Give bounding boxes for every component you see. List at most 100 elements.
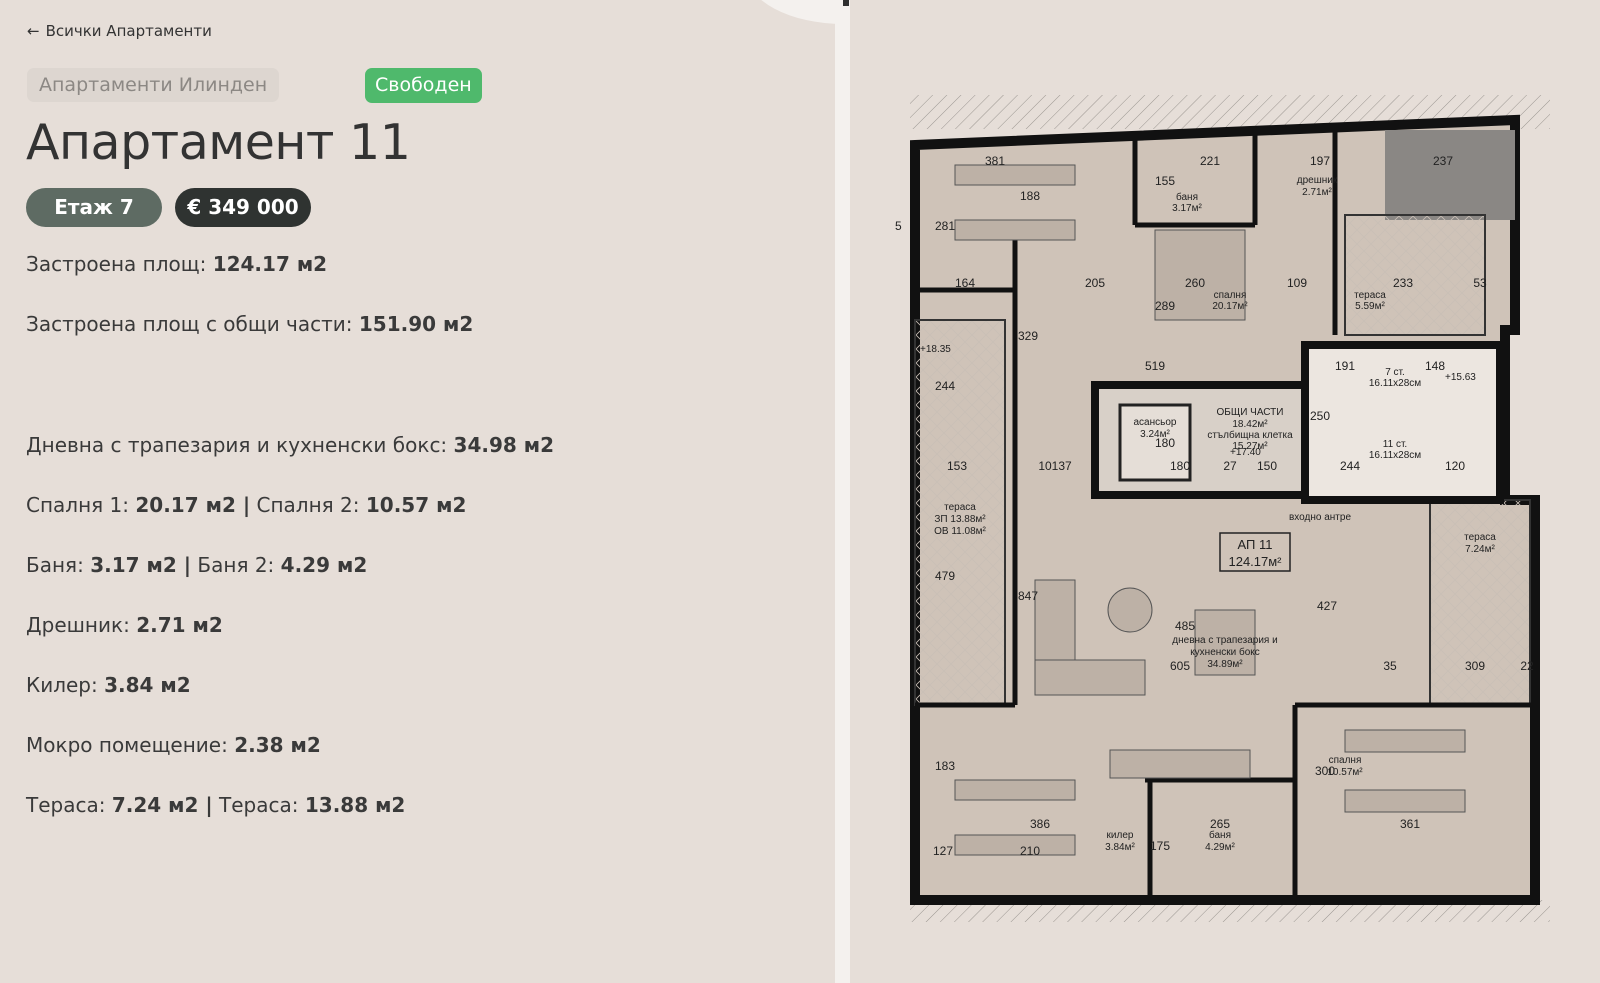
dim-27: 120 xyxy=(1445,459,1465,473)
floor-badge: Етаж 7 xyxy=(26,188,162,227)
spec-terraces: Тераса: 7.24 м2 | Тераса: 13.88 м2 xyxy=(26,793,406,817)
dim-32: 605 xyxy=(1170,659,1190,673)
spec-bedrooms: Спалня 1: 20.17 м2 | Спалня 2: 10.57 м2 xyxy=(26,493,467,517)
dim-14: 329 xyxy=(1018,329,1038,343)
label-bath2: баня xyxy=(1209,829,1231,841)
dim-30: 485 xyxy=(1175,619,1195,633)
dim-34: 309 xyxy=(1465,659,1485,673)
dim-22: 10137 xyxy=(1038,459,1072,473)
label-living-area: 34.89м² xyxy=(1207,659,1243,670)
dim-43: 175 xyxy=(1150,839,1170,853)
interior-walls xyxy=(915,130,1535,900)
dim-17: 148 xyxy=(1425,359,1445,373)
spec-dressing: Дрешник: 2.71 м2 xyxy=(26,613,223,637)
hatch-bottom xyxy=(910,900,1550,922)
dim-21: 153 xyxy=(947,459,967,473)
apartment-tag: АП 11 xyxy=(1238,537,1273,552)
label-terrace-west-ob: ОВ 11.08м² xyxy=(934,526,986,537)
arrow-left-icon: ← xyxy=(27,22,40,40)
label-bedroom1: спалня xyxy=(1214,290,1247,301)
label-terrace-east-area: 7.24м² xyxy=(1465,544,1495,555)
label-stairs-bottom: 11 ст. xyxy=(1383,439,1407,450)
label-pantry-area: 3.84м² xyxy=(1105,842,1135,853)
label-pantry: килер xyxy=(1107,830,1134,841)
label-terrace1-area: 5.59м² xyxy=(1355,301,1385,312)
terrace-north xyxy=(1344,214,1486,336)
dim-23: 180 xyxy=(1170,459,1190,473)
label-bath2-area: 4.29м² xyxy=(1205,842,1235,853)
level-mark-3: +17.40 xyxy=(1230,447,1261,458)
label-common: ОБЩИ ЧАСТИ xyxy=(1217,407,1284,418)
dim-10: 109 xyxy=(1287,276,1307,290)
dim-36: 183 xyxy=(935,759,955,773)
top-control-marker xyxy=(843,0,849,6)
label-bedroom2: спалня xyxy=(1329,755,1362,766)
apartment-tag-frame xyxy=(1219,532,1291,572)
dim-33: 35 xyxy=(1383,659,1397,673)
panel-divider xyxy=(835,0,850,983)
label-living2: кухненски бокс xyxy=(1190,646,1260,658)
level-mark-1: +18.35 xyxy=(920,344,951,355)
dark-block xyxy=(1385,130,1515,220)
terrace-east xyxy=(1429,499,1531,706)
back-link[interactable]: ← Всички Апартаменти xyxy=(27,22,212,40)
dim-13: 289 xyxy=(1155,299,1175,313)
dim-1: 381 xyxy=(985,154,1005,168)
label-stairs-bottom-size: 16.11x28см xyxy=(1369,450,1421,461)
furniture xyxy=(954,164,1466,856)
dim-40: 361 xyxy=(1400,817,1420,831)
dim-25: 150 xyxy=(1257,459,1277,473)
apartment-tag-area: 124.17м² xyxy=(1228,554,1282,569)
dim-19: 250 xyxy=(1310,409,1330,423)
elevator xyxy=(1118,403,1192,482)
label-bath-area: 3.17м² xyxy=(1172,203,1202,214)
label-terrace1: тераса xyxy=(1354,290,1386,301)
dim-4: 237 xyxy=(1433,154,1453,168)
project-tag[interactable]: Апартаменти Илинден xyxy=(27,68,280,102)
dim-11: 233 xyxy=(1393,276,1413,290)
label-bedroom2-area: 10.57м² xyxy=(1327,767,1363,778)
label-living: дневна с трапезария и xyxy=(1172,635,1277,646)
dim-35: 22 xyxy=(1520,659,1534,673)
spec-built-area: Застроена площ: 124.17 м2 xyxy=(26,252,328,276)
label-stairs-top: 7 ст. xyxy=(1385,367,1405,378)
dim-7: 164 xyxy=(955,276,975,290)
label-terrace-west: тераса xyxy=(944,502,976,513)
dim-37: 300 xyxy=(1315,764,1335,778)
dim-8: 205 xyxy=(1085,276,1105,290)
dim-29: 847 xyxy=(1018,589,1038,603)
label-entrance: входно антре xyxy=(1289,512,1351,523)
staircase xyxy=(1301,341,1504,504)
page-title: Апартамент 11 xyxy=(26,114,411,171)
label-terrace-east: тераса xyxy=(1464,532,1496,543)
spec-built-area-common: Застроена площ с общи части: 151.90 м2 xyxy=(26,312,474,336)
dim-18: 244 xyxy=(935,379,955,393)
back-link-label: Всички Апартаменти xyxy=(45,22,212,40)
dim-42: 210 xyxy=(1020,844,1040,858)
dim-39: 265 xyxy=(1210,817,1230,831)
dim-16: 191 xyxy=(1335,359,1355,373)
dim-28: 479 xyxy=(935,569,955,583)
spec-wet-room: Мокро помещение: 2.38 м2 xyxy=(26,733,321,757)
status-badge: Свободен xyxy=(365,68,482,103)
label-terrace-west-zp: ЗП 13.88м² xyxy=(934,514,986,525)
dim-5: 188 xyxy=(1020,189,1040,203)
dim-41: 127 xyxy=(933,844,953,858)
dim-26: 244 xyxy=(1340,459,1360,473)
spec-pantry: Килер: 3.84 м2 xyxy=(26,673,191,697)
dim-31: 427 xyxy=(1317,599,1337,613)
level-mark-2: +15.63 xyxy=(1445,372,1476,383)
dim-38: 386 xyxy=(1030,817,1050,831)
dim-3: 197 xyxy=(1310,154,1330,168)
dim-45: 281 xyxy=(935,219,955,233)
label-stair: стълбищна клетка xyxy=(1207,429,1293,441)
dim-15: 519 xyxy=(1145,359,1165,373)
spec-living-room: Дневна с трапезария и кухненски бокс: 34… xyxy=(26,433,555,457)
label-common-area: 18.42м² xyxy=(1232,419,1268,430)
label-dressing: дрешник xyxy=(1297,175,1338,186)
price-badge: € 349 000 xyxy=(175,188,311,227)
label-stair-area: 15.27м² xyxy=(1232,441,1268,452)
floor-plan-image[interactable]: дрешник 2.71м² баня 3.17м² спалня 20.17м… xyxy=(888,90,1585,950)
label-elevator-area: 3.24м² xyxy=(1140,429,1170,440)
label-dressing-area: 2.71м² xyxy=(1302,187,1332,198)
